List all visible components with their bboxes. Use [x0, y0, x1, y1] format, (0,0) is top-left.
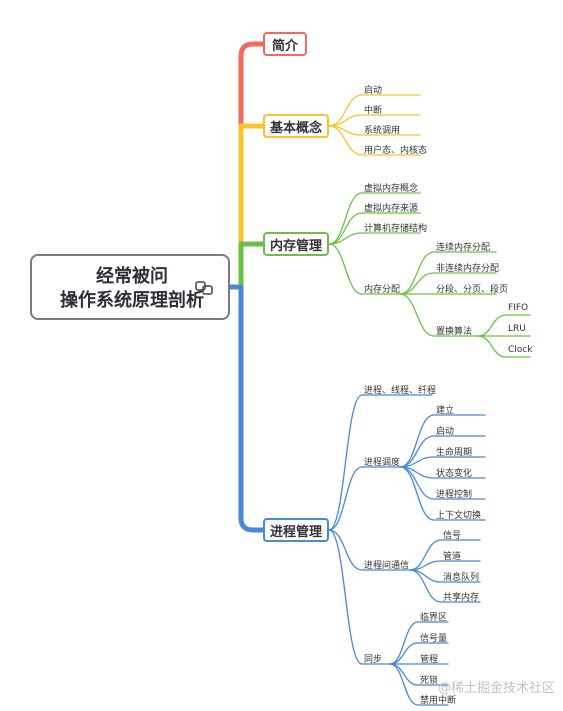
leaf-ipc[interactable]: 进程间通信 — [364, 561, 410, 571]
leaf-state-change[interactable]: 状态变化 — [436, 469, 473, 479]
leaf-system-call[interactable]: 系统调用 — [364, 126, 401, 136]
branch-intro[interactable]: 简介 — [263, 32, 307, 56]
root-node[interactable]: 经常被问 操作系统原理剖析 — [30, 254, 230, 320]
leaf-message-queue[interactable]: 消息队列 — [443, 573, 480, 583]
alloc-line-1 — [399, 272, 497, 295]
schedule-line-2 — [399, 456, 486, 468]
branch-basic-concepts[interactable]: 基本概念 — [263, 114, 329, 138]
leaf-startup[interactable]: 启动 — [364, 86, 383, 96]
ipc-line-0 — [409, 539, 481, 571]
leaf-lifecycle[interactable]: 生命周期 — [436, 448, 473, 458]
leaf-contiguous-allocation[interactable]: 连续内存分配 — [436, 243, 491, 253]
sync-line-4 — [389, 663, 449, 706]
process-schedule-line-0 — [328, 466, 401, 531]
leaf-storage-structure[interactable]: 计算机存储结构 — [364, 224, 428, 234]
leaf-pipe[interactable]: 管道 — [443, 552, 462, 562]
trunk-blue — [238, 284, 266, 533]
leaf-monitor[interactable]: 管程 — [420, 655, 439, 665]
leaf-lru[interactable]: LRU — [508, 324, 526, 334]
process-ipc-line-0 — [328, 529, 411, 571]
basic-line-0 — [328, 94, 421, 127]
alloc-line-0 — [399, 251, 497, 295]
branch-process-management-label: 进程管理 — [269, 524, 322, 540]
leaf-signal[interactable]: 信号 — [443, 531, 462, 541]
leaf-process-thread-fiber[interactable]: 进程、线程、纤程 — [364, 386, 437, 396]
alloc-replace-line-0 — [399, 293, 479, 337]
process-first-line-0 — [328, 394, 433, 531]
root-title-line2: 操作系统原理剖析 — [60, 290, 204, 311]
leaf-memory-allocation[interactable]: 内存分配 — [364, 285, 401, 295]
replace-line-0 — [477, 314, 531, 337]
leaf-interrupt[interactable]: 中断 — [364, 106, 383, 116]
replace-line-2 — [477, 335, 531, 358]
leaf-replacement-algorithm[interactable]: 置换算法 — [436, 327, 473, 337]
trunk-red-curve — [238, 41, 266, 59]
ipc-line-1 — [409, 560, 481, 571]
leaf-semaphore[interactable]: 信号量 — [420, 634, 448, 644]
branch-intro-label: 简介 — [271, 38, 298, 54]
leaf-deadlock[interactable]: 死锁 — [420, 676, 439, 686]
leaf-create[interactable]: 建立 — [436, 406, 455, 416]
memory-line-0 — [328, 192, 421, 245]
leaf-clock[interactable]: Clock — [508, 345, 533, 355]
leaf-noncontiguous-allocation[interactable]: 非连续内存分配 — [436, 264, 500, 274]
watermark: @稀土掘金技术社区 — [438, 681, 556, 696]
ipc-line-3 — [409, 569, 481, 603]
sync-line-1 — [389, 642, 449, 665]
leaf-process-scheduling[interactable]: 进程调度 — [364, 458, 401, 468]
memory-line-2 — [328, 232, 421, 245]
sync-line-0 — [389, 621, 449, 665]
leaf-process-control[interactable]: 进程控制 — [436, 490, 473, 500]
memory-line-1 — [328, 212, 421, 245]
branch-process-management[interactable]: 进程管理 — [263, 518, 329, 542]
leaf-fifo[interactable]: FIFO — [508, 303, 529, 313]
memory-alloc-line-0 — [328, 243, 401, 295]
leaf-synchronization[interactable]: 同步 — [364, 655, 383, 665]
root-title-line1: 经常被问 — [96, 266, 168, 287]
leaf-disable-interrupt[interactable]: 禁用中断 — [420, 696, 457, 706]
leaf-segment-paging[interactable]: 分段、分页、段页 — [436, 285, 509, 295]
leaf-virtual-memory-concept[interactable]: 虚拟内存概念 — [364, 184, 419, 194]
leaf-shared-memory[interactable]: 共享内存 — [443, 593, 480, 603]
process-sync-line-0 — [328, 529, 391, 665]
leaf-virtual-memory-origin[interactable]: 虚拟内存来源 — [364, 204, 419, 214]
basic-line-1 — [328, 114, 421, 127]
link-icon[interactable] — [195, 281, 213, 295]
schedule-line-0 — [399, 414, 486, 468]
leaf-user-kernel-mode[interactable]: 用户态、内核态 — [364, 146, 428, 156]
leaf-context-switch[interactable]: 上下文切换 — [436, 511, 482, 521]
branch-basic-concepts-label: 基本概念 — [269, 120, 322, 136]
leaf-start[interactable]: 启动 — [436, 427, 455, 437]
leaf-critical-section[interactable]: 临界区 — [420, 613, 448, 623]
basic-line-3 — [328, 125, 421, 156]
branch-memory-management-label: 内存管理 — [269, 238, 322, 254]
schedule-line-5 — [399, 466, 486, 521]
branch-memory-management[interactable]: 内存管理 — [263, 232, 329, 256]
